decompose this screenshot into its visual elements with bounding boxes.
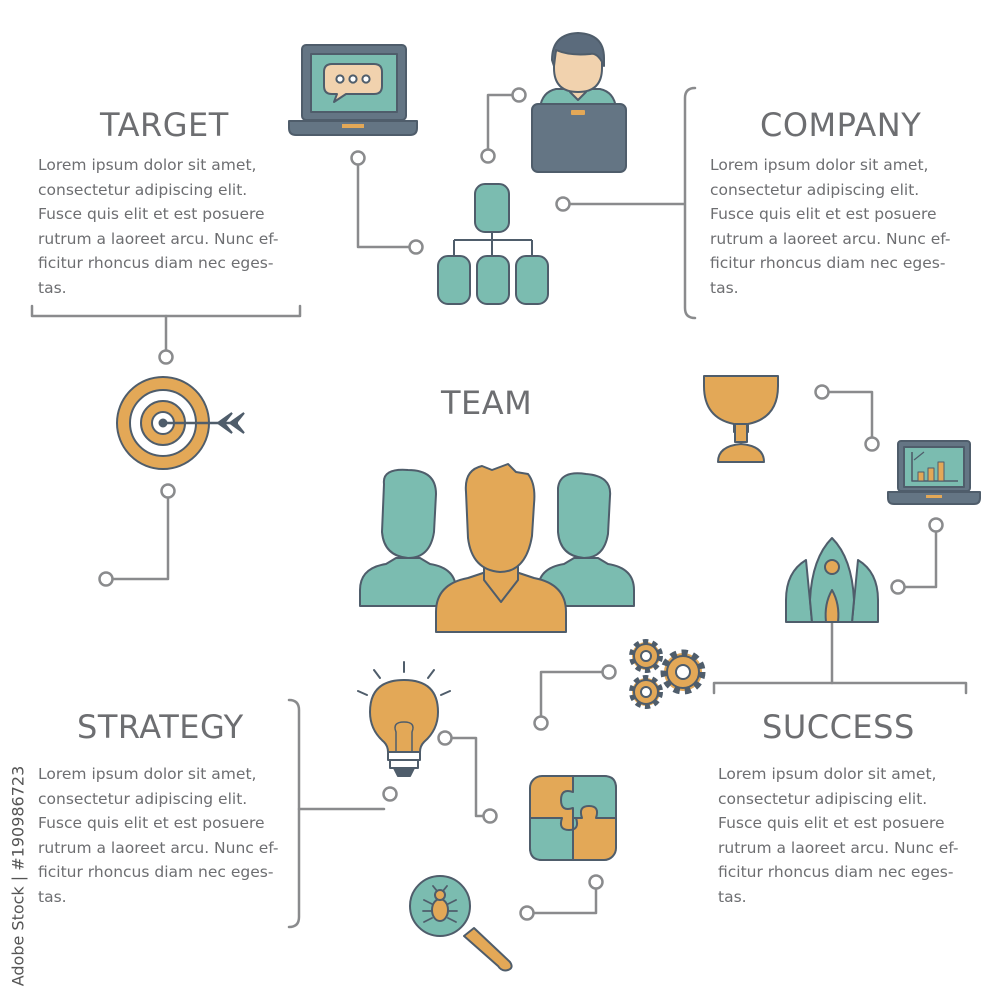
laptop-chat-icon xyxy=(288,44,418,136)
laptop-chart-icon xyxy=(887,440,981,505)
target-line: tas. xyxy=(38,278,67,297)
company-title: COMPANY xyxy=(760,106,922,144)
success-line: Fusce quis elit et est posuere xyxy=(718,814,945,832)
connector-nodes xyxy=(98,87,944,921)
target-title: TARGET xyxy=(100,106,229,144)
puzzle-icon xyxy=(529,775,617,861)
strategy-line: ficitur rhoncus diam nec eges- xyxy=(38,863,274,881)
target-line: consectetur adipiscing elit. xyxy=(38,180,248,199)
manager-icon xyxy=(531,32,627,173)
company-line: consectetur adipiscing elit. xyxy=(710,180,920,199)
company-line: ficitur rhoncus diam nec eges- xyxy=(710,254,946,272)
strategy-line: consectetur adipiscing elit. xyxy=(38,789,248,808)
success-line: Lorem ipsum dolor sit amet, xyxy=(718,765,937,783)
success-title: SUCCESS xyxy=(762,708,915,746)
company-description: Lorem ipsum dolor sit amet, consectetur … xyxy=(710,153,980,300)
target-line: rutrum a laoreet arcu. Nunc ef- xyxy=(38,229,279,248)
company-line: tas. xyxy=(710,278,739,297)
target-line: ficitur rhoncus diam nec eges- xyxy=(38,254,274,272)
connector-lines xyxy=(30,86,968,929)
strategy-line: tas. xyxy=(38,887,67,906)
strategy-description: Lorem ipsum dolor sit amet, consectetur … xyxy=(38,762,308,909)
target-icon xyxy=(116,376,245,470)
rocket-icon xyxy=(785,537,879,623)
company-line: Fusce quis elit et est posuere xyxy=(710,205,937,223)
bug-search-icon xyxy=(409,875,513,972)
team-title: TEAM xyxy=(441,384,533,422)
stock-watermark: Adobe Stock | #190986723 xyxy=(6,760,30,992)
lightbulb-icon xyxy=(357,661,451,777)
success-description: Lorem ipsum dolor sit amet, consectetur … xyxy=(718,762,988,909)
trophy-icon xyxy=(703,375,779,463)
strategy-line: Lorem ipsum dolor sit amet, xyxy=(38,765,257,783)
target-line: Fusce quis elit et est posuere xyxy=(38,205,265,223)
org-chart-icon xyxy=(437,183,549,305)
strategy-title: STRATEGY xyxy=(77,708,244,746)
gears-icon xyxy=(629,639,706,709)
watermark-text: Adobe Stock | #190986723 xyxy=(8,765,28,987)
success-line: consectetur adipiscing elit. xyxy=(718,789,928,808)
success-line: ficitur rhoncus diam nec eges- xyxy=(718,863,954,881)
target-line: Lorem ipsum dolor sit amet, xyxy=(38,156,257,174)
target-description: Lorem ipsum dolor sit amet, consectetur … xyxy=(38,153,308,300)
strategy-line: rutrum a laoreet arcu. Nunc ef- xyxy=(38,838,279,857)
success-line: rutrum a laoreet arcu. Nunc ef- xyxy=(718,838,959,857)
team-icon xyxy=(359,463,635,633)
company-line: rutrum a laoreet arcu. Nunc ef- xyxy=(710,229,951,248)
company-line: Lorem ipsum dolor sit amet, xyxy=(710,156,929,174)
success-line: tas. xyxy=(718,887,747,906)
strategy-line: Fusce quis elit et est posuere xyxy=(38,814,265,832)
